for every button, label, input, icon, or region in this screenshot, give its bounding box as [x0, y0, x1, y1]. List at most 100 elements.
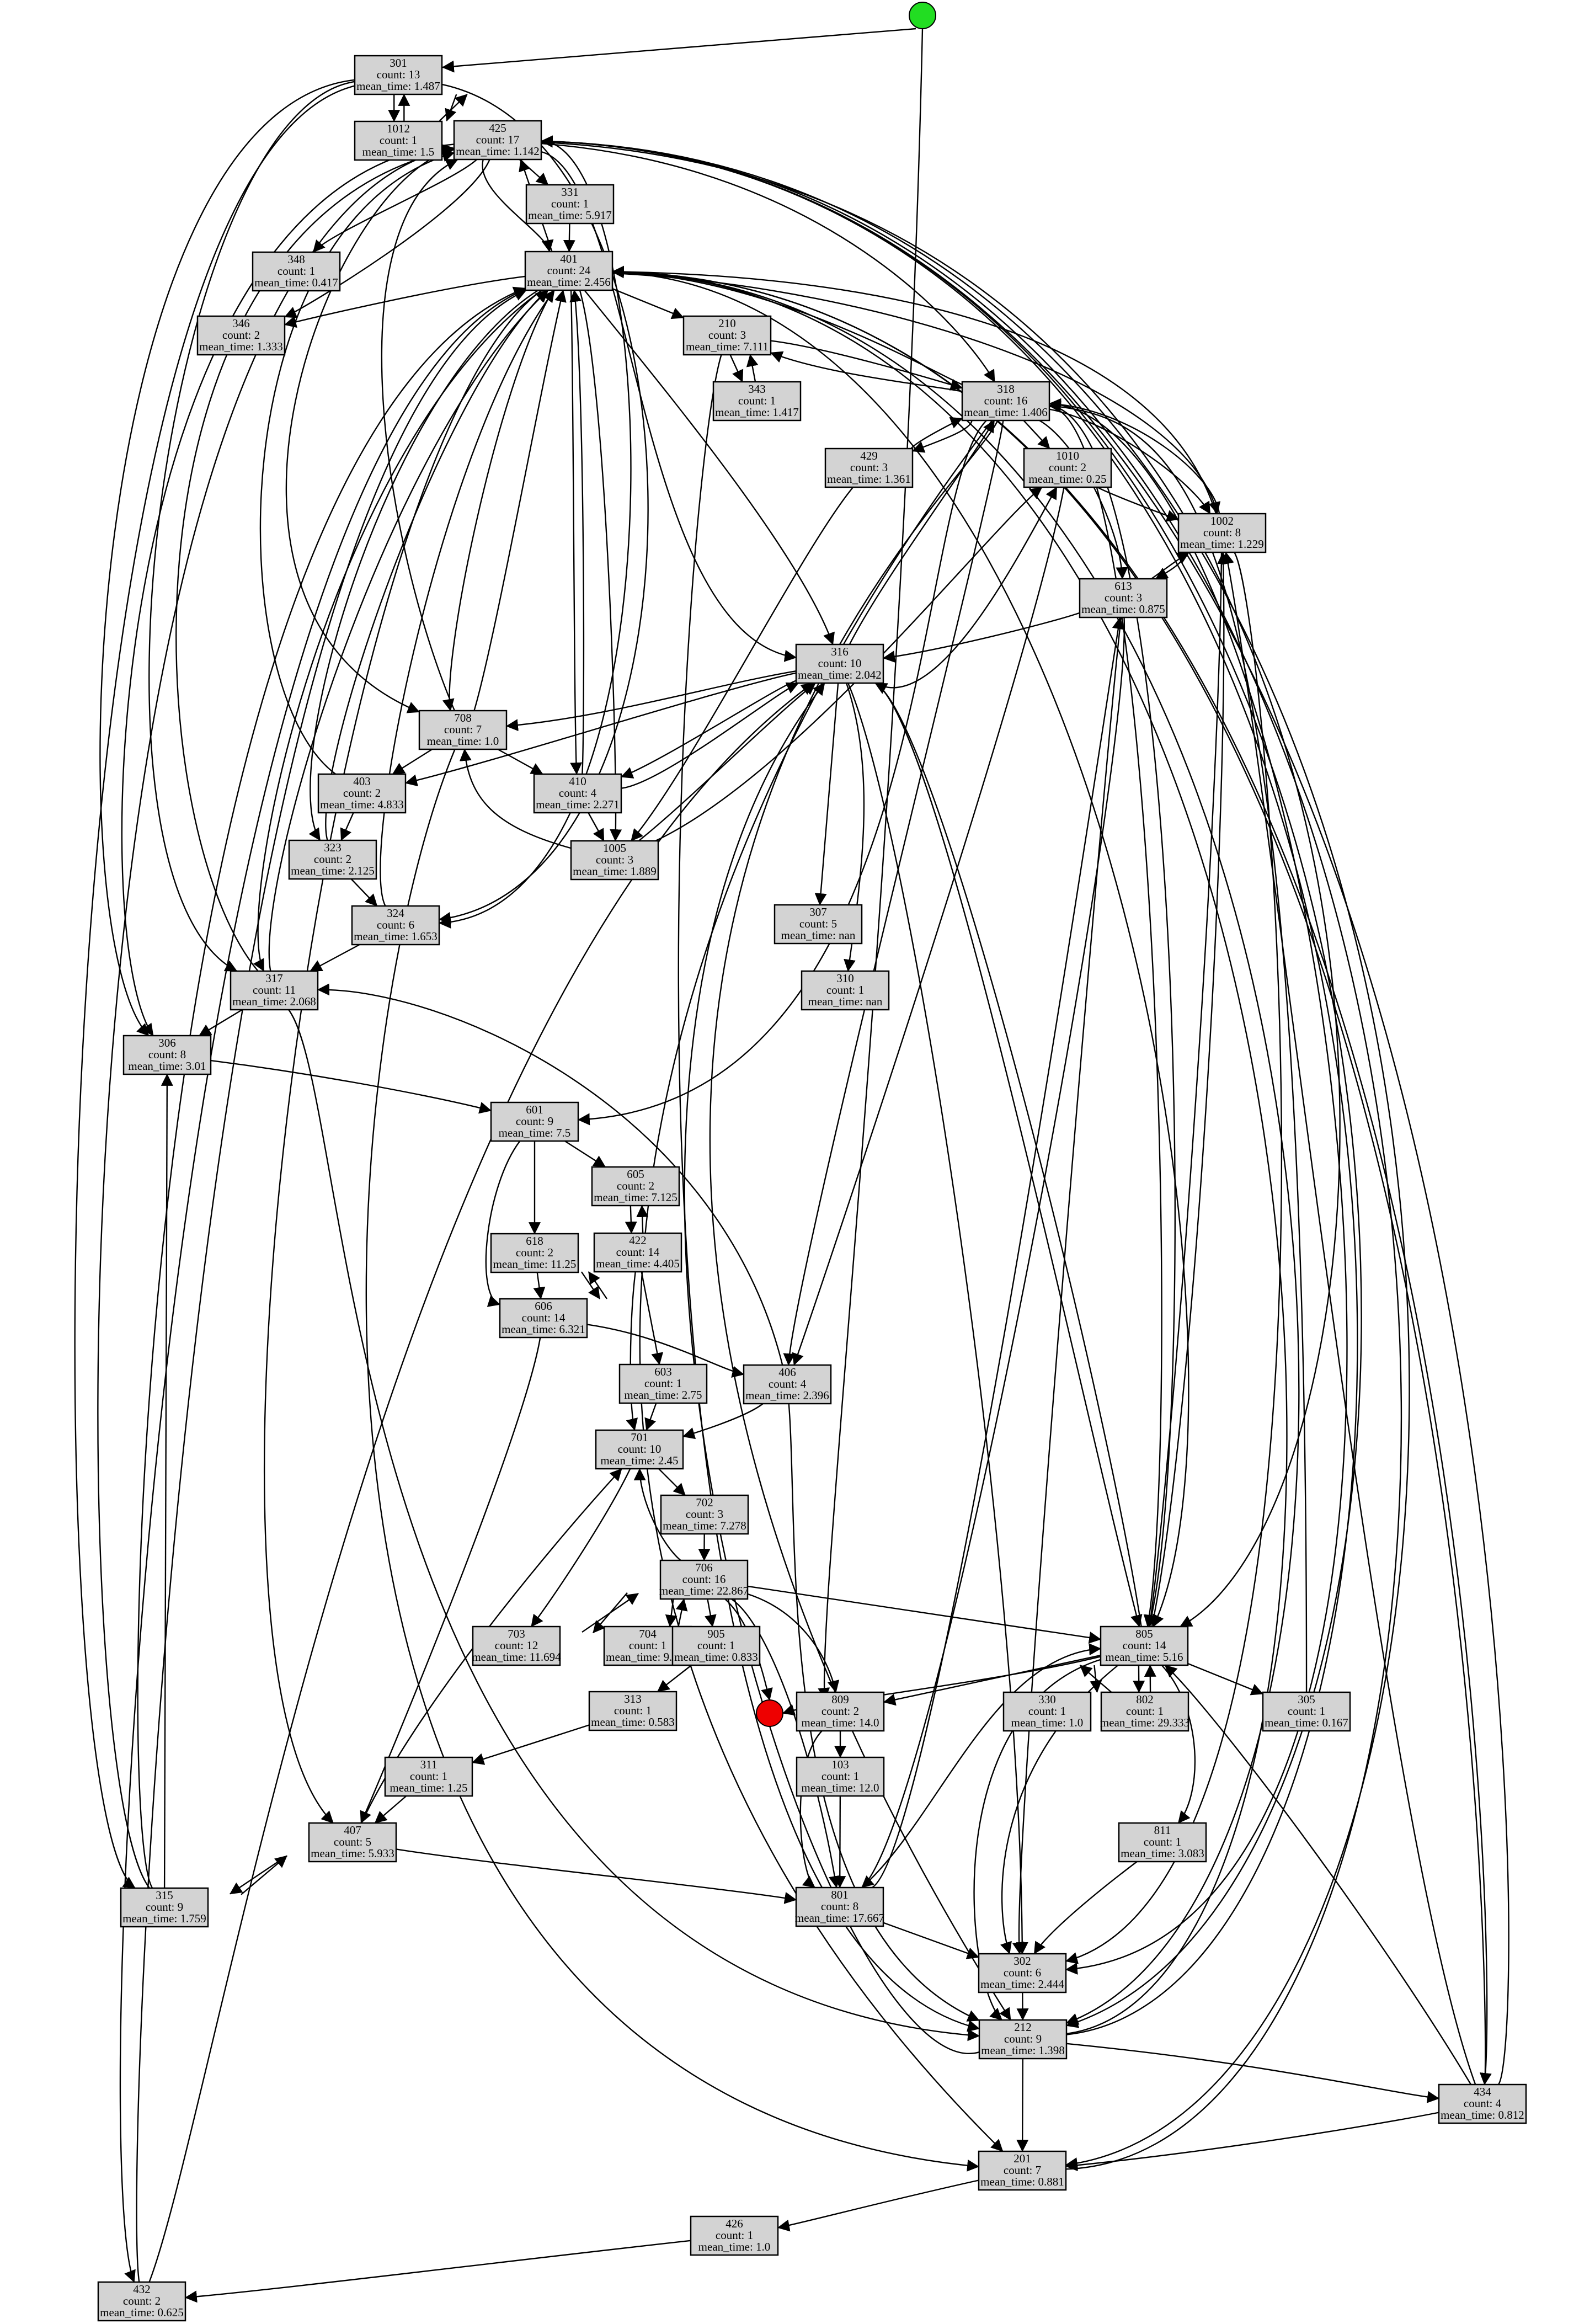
edge-1005-to-316 [638, 683, 816, 841]
node-mean-time-label: mean_time: 7.5 [499, 1126, 571, 1139]
node-mean-time-label: mean_time: 3.01 [128, 1059, 206, 1073]
node-id-label: 401 [560, 252, 578, 265]
edge-201-to-426 [777, 2179, 979, 2232]
node-count-label: count: 6 [377, 918, 414, 931]
node-count-label: count: 16 [984, 394, 1028, 407]
node-box [354, 120, 443, 161]
edge-805-to-1002 [1151, 551, 1230, 1627]
node-mean-time-label: mean_time: 0.25 [1028, 472, 1106, 486]
node-mean-time-label: mean_time: 1.229 [1180, 537, 1264, 551]
edge-425-to-348 [312, 159, 478, 253]
end-node-marker [756, 1699, 783, 1727]
node-mean-time-label: mean_time: 0.812 [1441, 2108, 1524, 2122]
edge-330-to-805 [1079, 1665, 1112, 1693]
node-box [795, 1886, 884, 1927]
node-mean-time-label: mean_time: 2.456 [527, 275, 611, 289]
node-id-label: 324 [387, 907, 404, 920]
node-count-label: count: 10 [818, 657, 862, 670]
edge-426-to-432 [184, 2240, 691, 2303]
node-box [1118, 1822, 1207, 1863]
node-count-label: count: 1 [551, 197, 589, 210]
edge-425-to-301 [439, 94, 468, 121]
edge-start-to-end [818, 28, 924, 1701]
node-mean-time-label: mean_time: 2.271 [536, 798, 620, 811]
edge-401-to-210 [612, 288, 685, 319]
node-count-label: count: 11 [253, 983, 296, 996]
node-box [570, 840, 659, 881]
node-count-label: count: 10 [618, 1442, 662, 1456]
node-id-label: 311 [420, 1758, 438, 1771]
node-count-label: count: 14 [616, 1245, 660, 1259]
edge-606-to-407 [360, 1337, 541, 1824]
edge-618-to-606 [533, 1272, 546, 1300]
edge-316-to-302 [847, 683, 1028, 1955]
edge-410-to-316 [621, 682, 799, 789]
node-count-label: count: 1 [380, 134, 417, 147]
edge-1002-to-401 [611, 265, 1217, 514]
edge-613-to-801 [861, 617, 1125, 1888]
node-count-label: count: 1 [614, 1704, 652, 1717]
node-mean-time-label: mean_time: 1.0 [427, 734, 499, 748]
edge-301-to-315 [74, 85, 355, 1889]
edge-212-to-401 [611, 266, 1288, 2035]
node-id-label: 434 [1474, 2085, 1491, 2098]
node-count-label: count: 5 [799, 917, 837, 930]
node-box [490, 1101, 579, 1142]
edge-318-to-201 [639, 420, 1004, 2152]
node-count-label: count: 1 [644, 1377, 682, 1390]
node-mean-time-label: mean_time: 0.167 [1265, 1716, 1348, 1729]
node-box [453, 120, 542, 161]
node-id-label: 310 [836, 972, 854, 985]
edge-318-to-601 [577, 420, 987, 1126]
edge-701-to-703 [531, 1468, 631, 1627]
edge-425-to-346 [284, 159, 490, 318]
node-box [252, 251, 341, 292]
node-id-label: 426 [726, 2217, 743, 2230]
node-id-label: 306 [158, 1036, 176, 1049]
node-box [499, 1298, 588, 1339]
edge-317-to-212 [288, 1009, 980, 2042]
node-id-label: 704 [639, 1627, 657, 1640]
node-id-label: 422 [629, 1234, 647, 1247]
edge-start-to-end [441, 28, 916, 73]
node-mean-time-label: mean_time: 2.75 [624, 1388, 702, 1401]
edge-601-to-605 [564, 1140, 606, 1168]
node-box [1262, 1691, 1351, 1732]
edge-805-to-809 [883, 1654, 1101, 1706]
edge-212-to-425 [540, 135, 1358, 2035]
edge-343-to-210 [746, 354, 759, 382]
node-box [120, 1887, 209, 1928]
node-count-label: count: 16 [682, 1573, 726, 1586]
edge-706-to-905 [704, 1598, 717, 1628]
node-count-label: count: 3 [708, 328, 746, 342]
node-mean-time-label: mean_time: 11.694 [472, 1650, 561, 1664]
edge-315-to-401 [137, 286, 526, 1889]
node-mean-time-label: mean_time: 1.0 [698, 2240, 771, 2253]
node-id-label: 432 [133, 2283, 151, 2296]
edge-layer [74, 28, 1509, 2303]
node-box [1438, 2083, 1527, 2124]
node-mean-time-label: mean_time: 2.125 [291, 864, 375, 877]
edge-316-to-318 [849, 420, 995, 645]
marker-layer [756, 2, 936, 1727]
edge-316-to-307 [814, 683, 839, 906]
node-id-label: 706 [695, 1561, 713, 1574]
edge-434-to-201 [1065, 2112, 1439, 2172]
node-box [712, 381, 802, 422]
node-id-label: 210 [718, 317, 736, 330]
edge-324-to-317 [310, 944, 360, 972]
node-mean-time-label: mean_time: 2.042 [798, 668, 882, 681]
